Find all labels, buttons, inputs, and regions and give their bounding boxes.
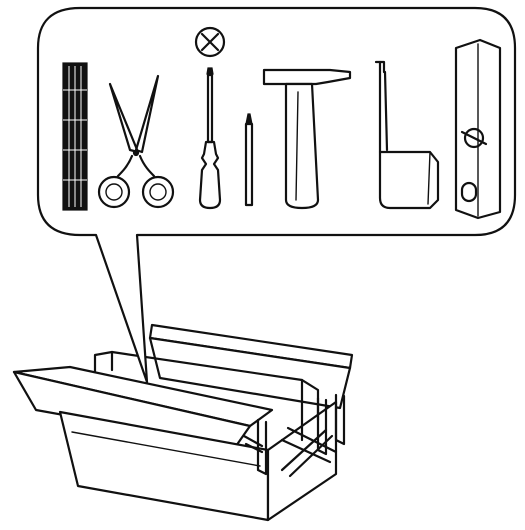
- pencil-icon: [244, 113, 254, 207]
- hammer-icon: [262, 68, 352, 210]
- prohibited-icon: [194, 26, 226, 58]
- screwdriver-icon: [198, 67, 222, 210]
- spirit-level-icon: [454, 38, 502, 220]
- folding-ruler-icon: [62, 62, 88, 211]
- tape-measure-icon: [374, 60, 440, 210]
- scissors-icon: [97, 74, 175, 209]
- callout-bubble: [36, 6, 517, 384]
- cantilever-toolbox-icon: [12, 323, 354, 522]
- tools-row: [62, 26, 502, 220]
